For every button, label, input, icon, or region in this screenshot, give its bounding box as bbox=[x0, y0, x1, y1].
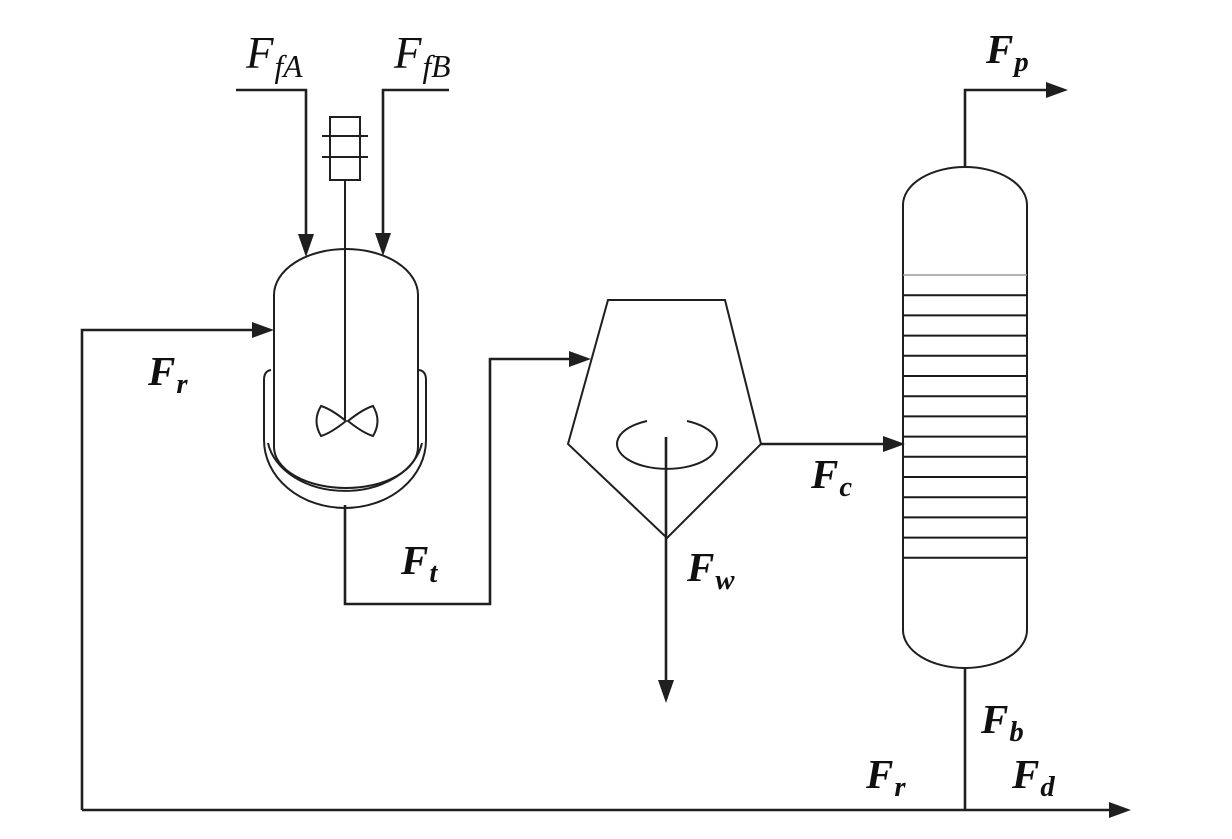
stream-feed-a-line bbox=[236, 90, 306, 234]
arrow-down-waste-icon bbox=[658, 680, 674, 703]
arrow-right-product-icon bbox=[1046, 82, 1068, 98]
label-feed-b: FfB bbox=[394, 28, 451, 84]
agitator-motor-icon bbox=[330, 117, 360, 180]
impeller-blade-left-icon bbox=[317, 406, 347, 436]
label-feed-b-sub: fB bbox=[422, 48, 451, 84]
label-waste: Fw bbox=[687, 547, 735, 595]
label-feed-a: FfA bbox=[246, 28, 303, 84]
label-distillate-sub: d bbox=[1040, 771, 1055, 804]
reactor-vessel bbox=[274, 249, 418, 488]
label-bottoms-main: F bbox=[981, 696, 1009, 742]
label-reactor-out-sub: t bbox=[429, 557, 438, 590]
centrifugal-separator bbox=[568, 300, 761, 538]
arrow-right-column-inlet-icon bbox=[883, 436, 905, 452]
label-separator-out: Fc bbox=[811, 454, 852, 502]
reactor-jacket-inner bbox=[268, 443, 422, 491]
stream-lines bbox=[82, 90, 1109, 810]
label-feed-a-sub: fA bbox=[274, 48, 303, 84]
label-feed-b-main: F bbox=[394, 28, 422, 78]
reactor-jacket-outer bbox=[264, 370, 426, 508]
label-reactor-out-main: F bbox=[401, 537, 429, 583]
rotation-arc-icon bbox=[617, 421, 717, 469]
label-separator-out-sub: c bbox=[839, 471, 853, 504]
label-recycle-bottom-main: F bbox=[866, 751, 894, 797]
label-distillate-main: F bbox=[1012, 751, 1040, 797]
label-product-sub: p bbox=[1014, 46, 1029, 79]
stream-feed-b-line bbox=[383, 90, 449, 233]
label-product: Fp bbox=[986, 29, 1029, 77]
impeller-blade-right-icon bbox=[348, 406, 378, 436]
arrow-down-feed-b-icon bbox=[375, 233, 391, 256]
label-bottoms: Fb bbox=[981, 699, 1024, 747]
label-recycle-bottom: Fr bbox=[866, 754, 906, 802]
column-trays bbox=[903, 275, 1027, 558]
stream-recycle-line bbox=[82, 330, 252, 810]
arrow-down-feed-a-icon bbox=[298, 234, 314, 257]
label-waste-main: F bbox=[687, 544, 715, 590]
label-distillate: Fd bbox=[1012, 754, 1055, 802]
label-recycle-left-sub: r bbox=[176, 368, 188, 401]
arrow-right-recycle-icon bbox=[252, 322, 274, 338]
label-recycle-bottom-sub: r bbox=[894, 771, 906, 804]
label-feed-a-main: F bbox=[246, 28, 274, 78]
separator-body bbox=[568, 300, 761, 538]
label-waste-sub: w bbox=[715, 564, 735, 597]
label-recycle-left: Fr bbox=[148, 351, 188, 399]
arrow-right-distillate-icon bbox=[1109, 802, 1131, 818]
label-recycle-left-main: F bbox=[148, 348, 176, 394]
stream-product-line bbox=[965, 90, 1046, 168]
label-separator-out-main: F bbox=[811, 451, 839, 497]
label-product-main: F bbox=[986, 26, 1014, 72]
stream-reactor-outlet-line bbox=[345, 359, 569, 604]
distillation-column bbox=[903, 167, 1027, 668]
arrow-right-separator-inlet-icon bbox=[569, 351, 591, 367]
label-reactor-out: Ft bbox=[401, 540, 437, 588]
label-bottoms-sub: b bbox=[1009, 716, 1024, 749]
stream-arrowheads bbox=[252, 82, 1131, 818]
stirred-tank-reactor bbox=[264, 117, 426, 508]
column-body bbox=[903, 167, 1027, 668]
